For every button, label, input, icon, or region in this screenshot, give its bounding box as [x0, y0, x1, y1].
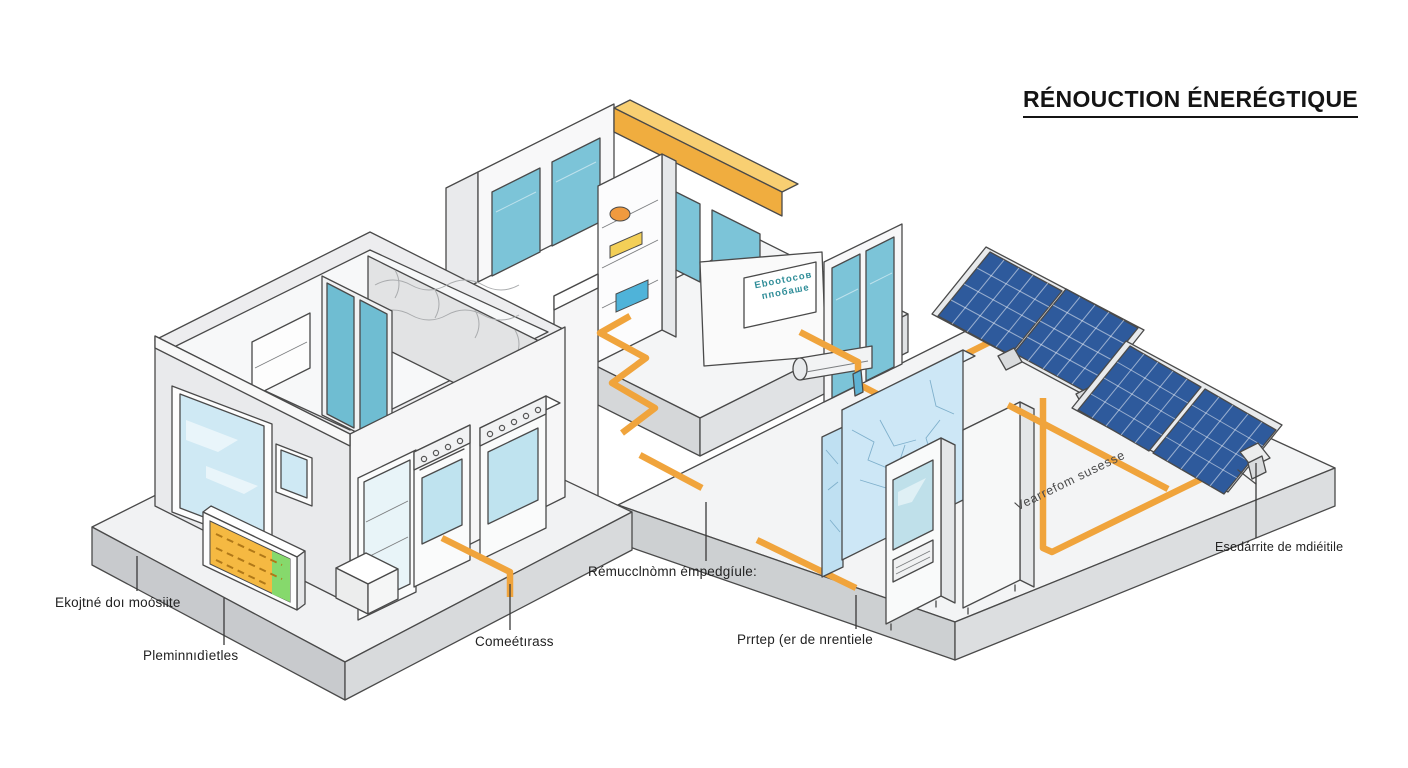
page-title: RÉNOUCTION ÉNERÉGTIQUE: [1022, 86, 1358, 118]
solar-mount-bracket: [1237, 442, 1271, 485]
shelving-unit: [597, 153, 677, 363]
label-exterior-insulation: Ekojtné doı moósiite: [55, 595, 181, 610]
stored-item-yellow: [609, 231, 643, 259]
utility-box: [335, 552, 399, 615]
heat-pump-1: [885, 437, 956, 631]
stored-item-blue: [615, 279, 649, 313]
wall-sign-board: [743, 261, 817, 329]
left-building: [154, 231, 566, 621]
cable-front-run: [755, 537, 858, 591]
heat-pump-vent: [892, 539, 934, 583]
ceiling-beam: [613, 99, 799, 217]
window-glass: [491, 167, 541, 277]
power-cables-right: [1006, 398, 1242, 556]
cable-interior-zigzag: [596, 313, 659, 436]
small-window: [275, 443, 313, 507]
oven-2: [479, 395, 561, 561]
leader-lines: [136, 463, 1257, 645]
insulation-panel: [202, 505, 306, 611]
sw-wall-top: [154, 335, 351, 447]
middle-building: [419, 99, 903, 539]
label-solar-mount: Esedárrite de mdiéitile: [1215, 540, 1344, 554]
small-pipe: [852, 369, 864, 397]
solar-array-2: [1071, 340, 1283, 495]
interior-shelf: [251, 312, 311, 398]
label-meter: Comeétırass: [475, 634, 554, 649]
cable-floor-run: [638, 452, 704, 491]
cable-diagonal: [1006, 402, 1170, 492]
big-window: [171, 385, 273, 551]
stored-item-orange: [609, 206, 631, 222]
cutaway-wall-rim: [553, 273, 599, 311]
label-heat-pump: Prrtep (er de nrentiele: [737, 632, 873, 647]
label-foundation: Pleminnıdìetles: [143, 648, 239, 663]
oven-1: [413, 424, 471, 588]
cable-loop: [1039, 398, 1242, 556]
label-renovation: Rémucclnòmn émpedgíule:: [588, 564, 757, 579]
